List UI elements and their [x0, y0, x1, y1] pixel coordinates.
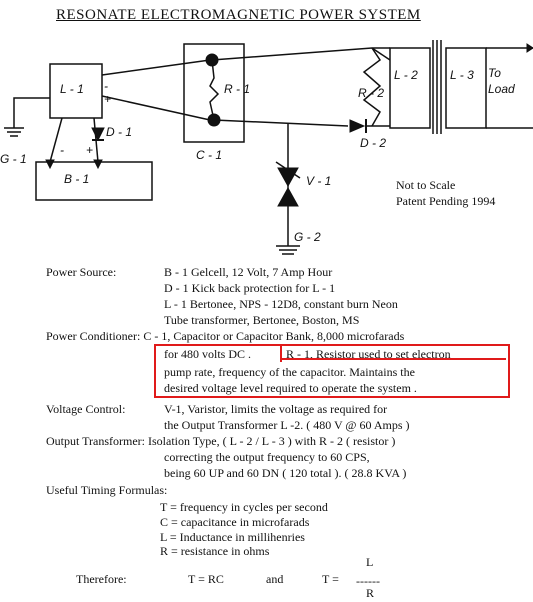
b1-desc: B - 1 Gelcell, 12 Volt, 7 Amp Hour [164, 265, 333, 279]
output-desc-cont1: correcting the output frequency to 60 CP… [164, 450, 370, 464]
d1-diode-icon [91, 127, 105, 142]
c1-box [183, 43, 245, 143]
l1-desc-cont: Tube transformer, Bertonee, Boston, MS [164, 313, 360, 327]
l2-label: L - 2 [394, 68, 418, 82]
g1-label: G - 1 [0, 152, 27, 166]
fraction-numerator: L [366, 555, 374, 569]
l2-box [389, 47, 431, 129]
r1-desc-cont1: pump rate, frequency of the capacitor. M… [164, 365, 415, 379]
l1-desc: L - 1 Bertonee, NPS - 12D8, constant bur… [164, 297, 398, 311]
output-desc-cont2: being 60 UP and 60 DN ( 120 total ). ( 2… [164, 466, 407, 480]
v1-varistor-icon [277, 167, 299, 188]
power-conditioner-line: Power Conditioner: C - 1, Capacitor or C… [46, 329, 405, 343]
v1-label: V - 1 [306, 174, 332, 188]
patent-note: Patent Pending 1994 [396, 194, 496, 208]
v1-desc: V-1, Varistor, limits the voltage as req… [164, 402, 388, 416]
power-source-heading: Power Source: [46, 265, 117, 279]
l1-label: L - 1 [60, 82, 84, 96]
v1-desc-cont: the Output Transformer L -2. ( 480 V @ 6… [164, 418, 410, 432]
b1-plus-label: + [86, 143, 94, 157]
formula-t-lr: T = [322, 572, 339, 586]
to-label: To [488, 66, 501, 80]
page-title: RESONATE ELECTROMAGNETIC POWER SYSTEM [56, 7, 421, 23]
r1-top-node [205, 53, 219, 67]
fraction-denominator: R [366, 586, 375, 600]
c1-desc-cont: for 480 volts DC . [164, 347, 251, 361]
r1-desc-cont2: desired voltage level required to operat… [164, 381, 417, 395]
load-label: Load [488, 82, 515, 96]
r1-label: R - 1 [224, 82, 251, 96]
r1-bottom-node [207, 113, 221, 127]
g2-label: G - 2 [294, 230, 321, 244]
output-transformer-line: Output Transformer: Isolation Type, ( L … [46, 434, 396, 448]
l1-plus-label: + [104, 92, 112, 106]
formula-c: C = capacitance in microfarads [160, 515, 310, 529]
d2-label: D - 2 [360, 136, 387, 150]
l3-label: L - 3 [450, 68, 474, 82]
d1-desc: D - 1 Kick back protection for L - 1 [164, 281, 336, 295]
formula-t-rc: T = RC [188, 572, 224, 586]
formula-t: T = frequency in cycles per second [160, 500, 328, 514]
formula-l: L = Inductance in millihenries [160, 530, 305, 544]
b1-minus-label: - [60, 143, 64, 157]
b1-label: B - 1 [64, 172, 90, 186]
and-label: and [266, 572, 284, 586]
d2-diode-icon [349, 119, 366, 133]
not-to-scale-note: Not to Scale [396, 178, 456, 192]
b1-box [35, 161, 153, 201]
fraction-bar: ------ [356, 574, 380, 588]
timing-formulas-heading: Useful Timing Formulas: [46, 483, 168, 497]
voltage-control-heading: Voltage Control: [46, 402, 126, 416]
d1-label: D - 1 [106, 125, 133, 139]
therefore-label: Therefore: [76, 572, 127, 586]
formula-r: R = resistance in ohms [160, 544, 270, 558]
l3-box [445, 47, 487, 129]
l1-box [49, 63, 103, 119]
r1-desc: R - 1, Resistor used to set electron [286, 347, 451, 361]
c1-label: C - 1 [196, 148, 223, 162]
l1-minus-label: - [104, 79, 108, 93]
r2-label: R - 2 [358, 86, 385, 100]
